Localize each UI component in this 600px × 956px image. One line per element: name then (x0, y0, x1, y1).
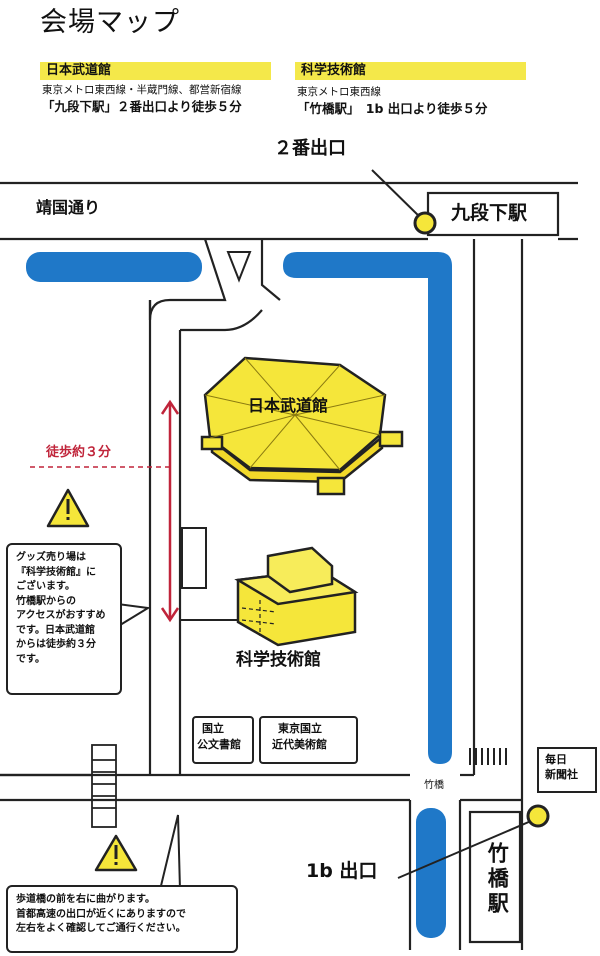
venue-kagaku-lines: 東京メトロ東西線 (297, 86, 381, 98)
museum-label-2: 近代美術館 (272, 738, 327, 751)
mainichi-box (537, 747, 597, 793)
crossing-note-pointer (159, 814, 181, 891)
venue-budokan-heading: 日本武道館 (40, 62, 271, 80)
kagaku-label: 科学技術館 (236, 650, 321, 670)
venue-kagaku-access: 「竹橋駅」 1b 出口より徒歩５分 (297, 101, 488, 116)
takebashi-station-box (468, 810, 522, 944)
bridge-label: 竹橋 (424, 780, 444, 791)
kagaku-building (234, 546, 359, 647)
kudanshita-station-label: 九段下駅 (451, 202, 528, 224)
exit-2-label: ２番出口 (274, 138, 346, 159)
road-triangle-marker (226, 251, 252, 283)
archives-label-1: 国立 (202, 722, 224, 735)
venue-budokan-access: 「九段下駅」２番出口より徒歩５分 (42, 99, 242, 114)
road-label: 靖国通り (36, 198, 101, 217)
goods-note: グッズ売り場は 『科学技術館』に ございます。 竹橋駅からの アクセスがおすすめ… (6, 543, 122, 695)
exit-1b-label: 1b 出口 (306, 860, 378, 882)
museum-label-1: 東京国立 (278, 722, 322, 735)
roads (0, 181, 578, 950)
venue-kagaku-heading: 科学技術館 (295, 62, 526, 80)
kudanshita-station-box (426, 191, 560, 237)
walk-time-label: 徒歩約３分 (46, 445, 112, 460)
exit-2-marker (371, 169, 437, 235)
moat (26, 252, 452, 938)
pedestrian-bridge (91, 744, 117, 828)
mainichi-label-2: 新聞社 (545, 768, 578, 781)
nearby-buildings (192, 716, 358, 764)
takebashi-station-label: 竹橋駅 (485, 842, 510, 917)
venue-budokan-lines: 東京メトロ東西線・半蔵門線、都営新宿線 (42, 84, 242, 96)
crosswalk (469, 748, 507, 765)
archives-label-2: 公文書館 (197, 738, 241, 751)
budokan-label: 日本武道館 (248, 396, 329, 415)
exit-1b-marker (397, 804, 550, 879)
crossing-note: 歩道橋の前を右に曲がります。 首都高速の出口が近くにありますので 左右をよく確認… (6, 885, 238, 953)
warning-triangle-icon (94, 834, 138, 872)
walk-route-arrow (30, 399, 180, 623)
warning-triangle-icon (46, 488, 90, 528)
budokan-building (200, 356, 404, 496)
page-title: 会場マップ (40, 7, 180, 38)
mainichi-label-1: 毎日 (545, 753, 567, 766)
